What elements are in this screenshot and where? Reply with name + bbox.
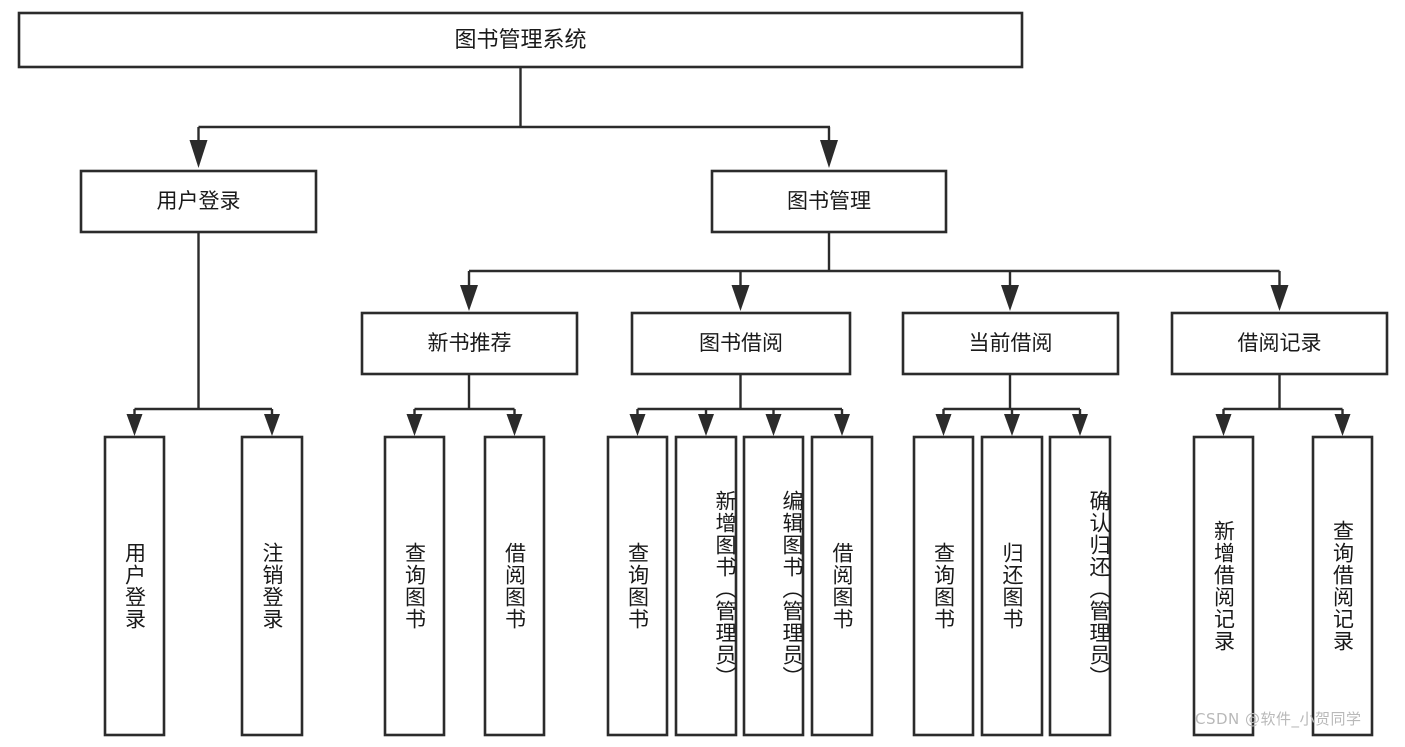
leaf-box-current-return-book[interactable] (980, 435, 1044, 737)
node-root[interactable]: 图书管理系统 (17, 11, 1024, 69)
arrowhead-leaf-user-logout (264, 414, 280, 436)
arrowhead-current-confirm (1072, 414, 1088, 436)
node-user-login-label: 用户登录 (157, 189, 241, 213)
arrowhead-leaf-user-login (126, 414, 143, 436)
node-book-borrow-box[interactable] (630, 311, 852, 376)
arrowhead-rec-query (406, 414, 423, 436)
arrowhead-book-management (820, 140, 838, 168)
leaf-box-record-add[interactable] (1192, 435, 1255, 737)
node-current-borrow-box[interactable] (901, 311, 1120, 376)
connector-borrow-to-leaves (629, 374, 850, 436)
arrowhead-record-add (1215, 414, 1232, 436)
node-current-borrow-label: 当前借阅 (969, 331, 1053, 355)
leaf-box-rec-query-book[interactable] (383, 435, 446, 737)
connector-bookmgmt-to-level3 (460, 232, 1289, 311)
arrowhead-current-query (935, 414, 952, 436)
node-borrow-record[interactable]: 借阅记录 (1170, 311, 1389, 376)
arrowhead-borrow-edit (765, 414, 782, 436)
node-book-management-label: 图书管理 (787, 189, 871, 213)
arrowhead-borrow (731, 285, 750, 311)
node-borrow-record-label: 借阅记录 (1238, 331, 1322, 355)
node-user-login[interactable]: 用户登录 (79, 169, 318, 234)
node-root-box[interactable] (17, 11, 1024, 69)
leaf-box-current-query-book[interactable] (912, 435, 975, 737)
leaf-box-user-logout[interactable] (240, 435, 304, 737)
arrowhead-recommend (460, 285, 478, 311)
node-new-book-recommend-label: 新书推荐 (428, 331, 512, 355)
node-user-login-box[interactable] (79, 169, 318, 234)
leaf-box-borrow-query-book[interactable] (606, 435, 669, 737)
leaf-boxes (103, 435, 1374, 737)
node-book-borrow[interactable]: 图书借阅 (630, 311, 852, 376)
node-root-label: 图书管理系统 (454, 28, 586, 53)
leaf-box-current-confirm-return[interactable] (1048, 435, 1112, 737)
arrowhead-current-return (1004, 414, 1020, 436)
arrowhead-record (1270, 285, 1289, 311)
connector-record-to-leaves (1215, 374, 1351, 436)
node-book-borrow-label: 图书借阅 (699, 331, 783, 355)
node-new-book-recommend[interactable]: 新书推荐 (360, 311, 579, 376)
node-current-borrow[interactable]: 当前借阅 (901, 311, 1120, 376)
leaf-box-borrow-edit-book[interactable] (742, 435, 805, 737)
leaf-box-borrow-borrow-book[interactable] (810, 435, 874, 737)
arrowhead-user-login (189, 140, 208, 168)
arrowhead-current (1001, 285, 1019, 311)
node-book-management[interactable]: 图书管理 (710, 169, 948, 234)
arrowhead-record-query (1334, 414, 1351, 436)
connector-recommend-to-leaves (406, 374, 523, 436)
leaf-box-user-login[interactable] (103, 435, 166, 737)
arrowhead-borrow-borrow (834, 414, 850, 436)
watermark-text: CSDN @软件_小贺同学 (1195, 710, 1362, 728)
node-borrow-record-box[interactable] (1170, 311, 1389, 376)
leaf-box-record-query[interactable] (1311, 435, 1374, 737)
leaf-box-rec-borrow-book[interactable] (483, 435, 546, 737)
arrowhead-borrow-add (698, 414, 714, 436)
connector-root-to-level2 (189, 67, 838, 168)
node-new-book-recommend-box[interactable] (360, 311, 579, 376)
connector-userlogin-to-leaves (126, 232, 280, 436)
arrowhead-borrow-query (629, 414, 646, 436)
node-book-management-box[interactable] (710, 169, 948, 234)
leaf-box-borrow-add-book[interactable] (674, 435, 738, 737)
arrowhead-rec-borrow (506, 414, 523, 436)
connector-current-to-leaves (935, 374, 1088, 436)
